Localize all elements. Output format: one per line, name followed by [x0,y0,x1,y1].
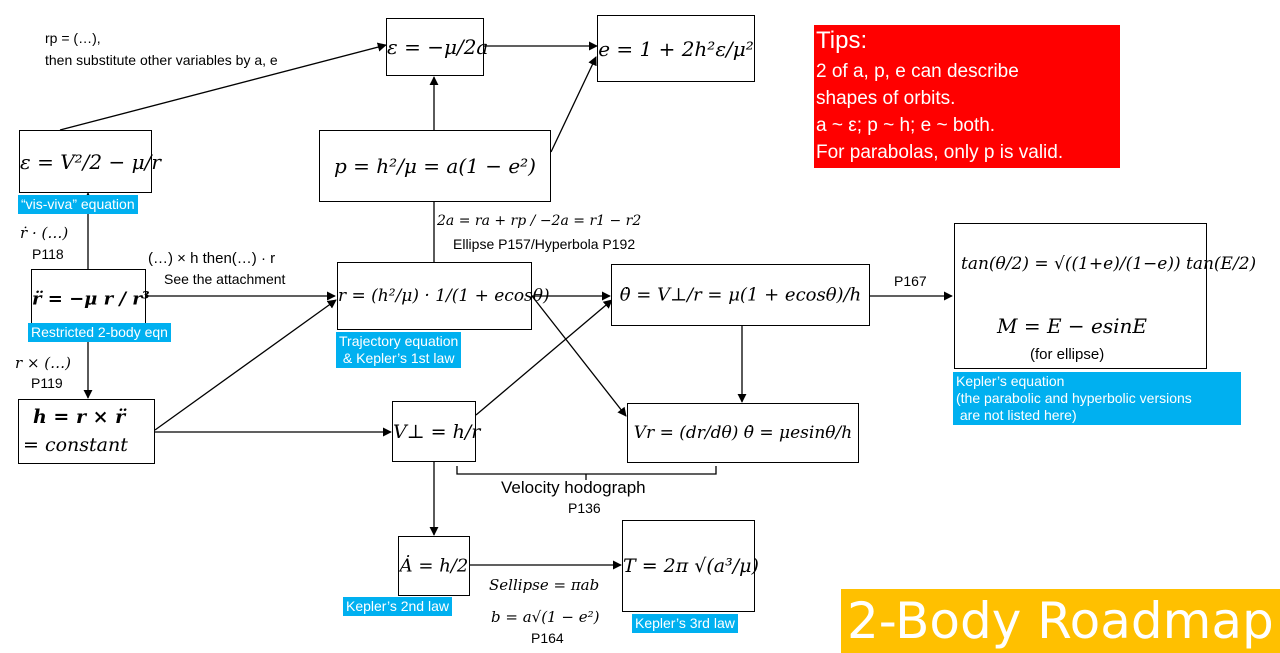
tips-line-2: shapes of orbits. [816,88,956,109]
energy-equation-box: ε = −μ/2a [386,18,489,76]
trajectory-tag-line1: Trajectory equation [339,333,459,349]
kepler-equation-tag-line2: (the parabolic and hyperbolic versions [956,390,1192,406]
kepler-equation-tag-line1: Kepler’s equation [956,373,1065,389]
tips-heading: Tips: [816,27,868,54]
p167-label: P167 [894,273,927,289]
angular-momentum-line1: h = r × r̈ [33,406,126,428]
kepler2-tag: Kepler’s 2nd law [343,597,452,616]
tips-line-3: a ~ ε; p ~ h; e ~ both. [816,115,996,136]
kepler-equation-tag-line3: are not listed here) [956,407,1077,423]
thetadot-equation-box: θ̇ = V⊥/r = μ(1 + ecosθ)/h [611,264,870,326]
rp-note-line1: rp = (…), [45,30,101,46]
period-equation-box: T = 2π √(a³/μ) [622,520,759,612]
vperp-equation-box: V⊥ = h/r [392,401,481,462]
vperp-equation: V⊥ = h/r [393,420,481,443]
s-ellipse-label: Sellipse = πab [489,576,600,594]
kepler-equation-line1: tan(θ/2) = √((1+e)/(1−e)) tan(E/2) [961,254,1257,274]
kepler-equation-line2: M = E − esinE [997,314,1147,338]
thetadot-equation: θ̇ = V⊥/r = μ(1 + ecosθ)/h [619,284,862,306]
kepler-equation-note: (for ellipse) [1030,346,1105,363]
tips-line-4: For parabolas, only p is valid. [816,142,1064,163]
rp-note-line2: then substitute other variables by a, e [45,52,278,68]
semilatus-equation: p = h²/μ = a(1 − e²) [334,154,536,178]
kepler3-tag: Kepler’s 3rd law [632,614,738,633]
tips-panel: Tips: 2 of a, p, e can describe shapes o… [814,25,1120,168]
restricted-equation: r̈ = −μ r / r³ [32,288,150,310]
eccentricity-equation-box: e = 1 + 2h²ε/μ² [597,15,755,82]
trajectory-equation-box: r = (h²/μ) · 1/(1 + ecosθ) [337,262,550,330]
vr-equation: Vr = (dr/dθ) θ̇ = μesinθ/h [633,423,853,443]
cross-op-label: (…) × h then(…) · r [148,250,276,267]
p136-label: P136 [568,500,601,516]
a-relation-label: 2a = ra + rp / −2a = r1 − r2 [437,213,642,229]
kepler-equation-tag: Kepler’s equation (the parabolic and hyp… [953,372,1241,425]
visviva-tag: “vis-viva” equation [18,195,138,214]
p119-label: P119 [31,375,63,391]
trajectory-tag-line2: & Kepler’s 1st law [342,350,455,366]
r-cross-label: r × (…) [15,354,71,372]
trajectory-tag: Trajectory equation & Kepler’s 1st law [336,332,462,368]
p118-label: P118 [32,246,64,262]
period-equation: T = 2π √(a³/μ) [623,555,759,577]
hodograph-label: Velocity hodograph [501,478,646,497]
connector-arrows [59,41,953,570]
eccentricity-equation: e = 1 + 2h²ε/μ² [598,36,754,61]
ellipse-page-label: Ellipse P157/Hyperbola P192 [453,236,636,252]
tips-line-1: 2 of a, p, e can describe [816,61,1019,82]
angular-momentum-line2: = constant [23,434,128,456]
b-relation-label: b = a√(1 − e²) [491,608,600,626]
restricted-equation-box: r̈ = −μ r / r³ [31,269,150,329]
roadmap-title: 2-Body Roadmap [841,589,1280,653]
p164-label: P164 [531,630,564,646]
energy-equation: ε = −μ/2a [387,35,489,59]
angular-momentum-box: h = r × r̈ = constant [18,399,155,464]
see-attachment-label: See the attachment [164,271,286,287]
visviva-equation-box: ε = V²/2 − μ/r [19,130,161,193]
visviva-equation: ε = V²/2 − μ/r [20,149,161,174]
trajectory-equation: r = (h²/μ) · 1/(1 + ecosθ) [338,286,550,306]
dot-r-label: ṙ · (…) [20,224,69,242]
restricted-tag: Restricted 2-body eqn [28,323,171,342]
areal-velocity-equation: Ȧ = h/2 [399,555,469,577]
vr-equation-box: Vr = (dr/dθ) θ̇ = μesinθ/h [627,403,859,463]
semilatus-equation-box: p = h²/μ = a(1 − e²) [319,130,551,202]
kepler-equation-box: tan(θ/2) = √((1+e)/(1−e)) tan(E/2) M = E… [954,223,1256,369]
areal-velocity-box: Ȧ = h/2 [398,536,470,596]
